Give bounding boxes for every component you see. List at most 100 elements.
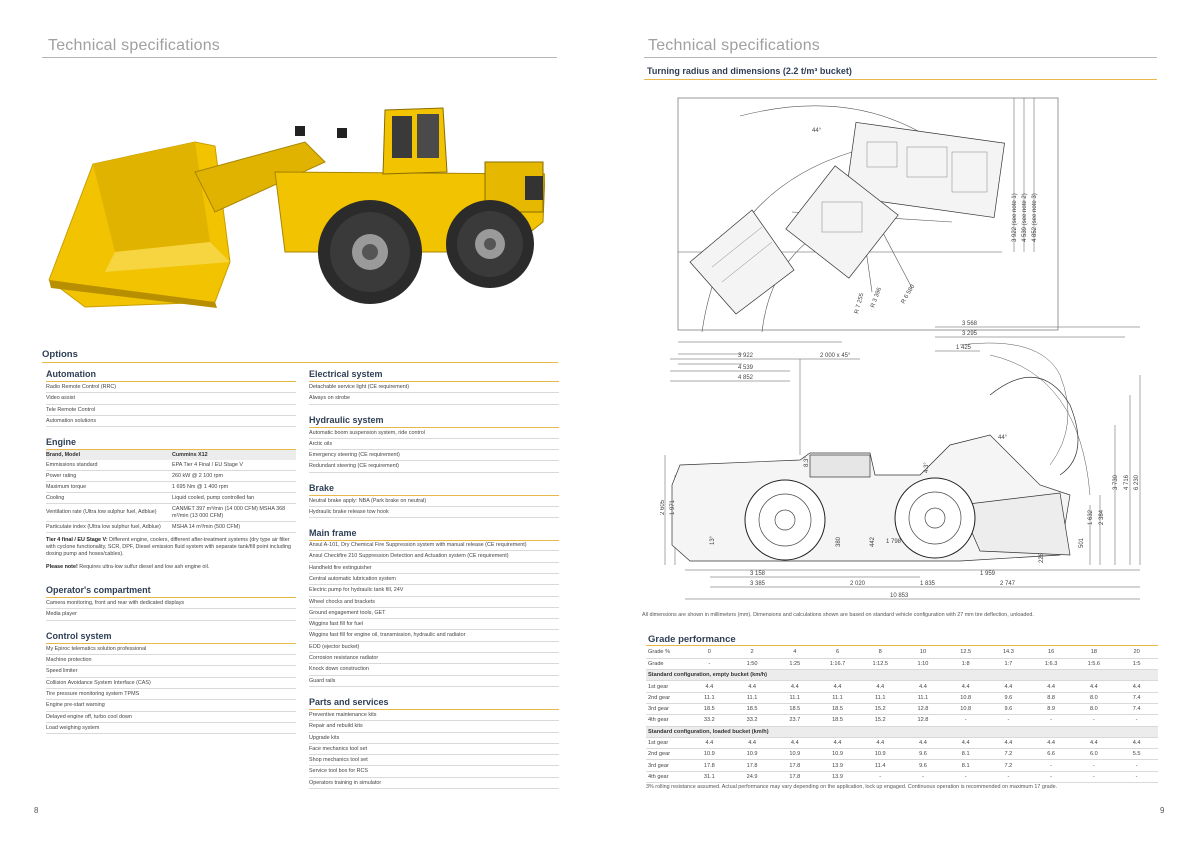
table-cell: 2 [730, 647, 774, 659]
options-column-left: Automation Radio Remote Control (RRC) Vi… [46, 369, 296, 744]
table-row: Cooling Liquid cooled, pump controlled f… [46, 492, 296, 505]
table-cell: 1:5.6 [1072, 658, 1116, 671]
table-cell: - [901, 771, 945, 784]
config-header-row: Standard configuration, loaded bucket (k… [646, 726, 1158, 738]
dim-label: 6 230 [1134, 474, 1140, 490]
table-cell: 4.4 [688, 737, 731, 750]
table-cell: 1:7 [987, 658, 1030, 671]
dim-label: 2 020 [850, 581, 866, 587]
hydraulic-system-title: Hydraulic system [309, 415, 559, 428]
table-cell: 6.0 [1072, 748, 1116, 761]
table-cell: - [987, 771, 1030, 784]
table-cell: 8.8 [1029, 692, 1073, 704]
table-cell: 0 [688, 647, 731, 659]
list-item: Radio Remote Control (RRC) [46, 382, 296, 394]
dim-label: 3 922 (see note 1) [1012, 193, 1018, 242]
table-cell: 11.1 [901, 692, 945, 704]
table-cell: 10 [901, 647, 945, 659]
table-cell: 1:8 [944, 658, 988, 671]
table-cell: 1 695 Nm @ 1 400 rpm [172, 481, 296, 494]
table-cell: 1:50 [730, 658, 774, 671]
page-number: 8 [34, 806, 39, 815]
grade-rule [646, 645, 1158, 646]
right-page: Technical specifications Turning radius … [600, 0, 1200, 849]
config-header-row: Standard configuration, empty bucket (km… [646, 669, 1158, 682]
options-rule [42, 362, 558, 363]
table-cell: 6.6 [1029, 748, 1073, 761]
table-cell: - [1115, 714, 1158, 727]
row-label: 2nd gear [646, 692, 688, 704]
dim-label: 1 425 [956, 345, 972, 351]
dimension-caption: All dimensions are shown in millimeters … [642, 612, 1034, 618]
table-cell: - [944, 771, 988, 784]
row-label: 4th gear [646, 714, 688, 727]
dim-label: R 3 396 [870, 286, 883, 308]
table-cell: 24.9 [730, 771, 774, 784]
engine-table: Brand, Model Cummins X12 Emmissions stan… [46, 450, 296, 534]
parts-services-title: Parts and services [309, 697, 559, 710]
automation-title: Automation [46, 369, 296, 382]
table-cell: 4.4 [816, 737, 859, 750]
table-cell: 11.4 [858, 759, 902, 772]
table-cell: 8.9 [1029, 703, 1073, 716]
list-item: Central automatic lubrication system [309, 574, 559, 586]
operators-compartment-title: Operator's compartment [46, 585, 296, 599]
table-cell: - [944, 714, 988, 727]
table-cell: 33.2 [688, 714, 731, 727]
list-item: Video assist [46, 393, 296, 405]
table-cell: 4.4 [773, 737, 817, 750]
list-item: Engine pre-start warning [46, 700, 296, 712]
list-item: My Epiroc telematics solution profession… [46, 644, 296, 656]
table-cell: 8.0 [1072, 692, 1116, 704]
list-item: Emergency steering (CE requirement) [309, 450, 559, 462]
list-item: Ansul A-101, Dry Chemical Fire Suppressi… [309, 541, 559, 552]
loader-photo [48, 107, 545, 308]
table-cell: 4.4 [816, 680, 859, 693]
list-item: Automation solutions [46, 416, 296, 428]
list-item: Electric pump for hydraulic tank fill, 2… [309, 585, 559, 597]
table-cell: 20 [1115, 647, 1158, 659]
dim-label: 4 716 [1124, 474, 1130, 490]
table-cell: 4.4 [987, 680, 1030, 693]
engine-section: Engine Brand, Model Cummins X12 Emmissio… [46, 437, 296, 571]
control-system-section: Control system My Epiroc telematics solu… [46, 631, 296, 735]
dim-label: 442 [870, 536, 876, 547]
table-cell: 260 kW @ 2 100 rpm [172, 470, 296, 483]
dim-label: 8.3° [804, 456, 810, 467]
page-number: 9 [1160, 806, 1165, 815]
table-cell: 4.4 [1072, 680, 1116, 693]
brake-section: Brake Neutral brake apply: NBA (Park bra… [309, 483, 559, 519]
table-cell: - [1115, 771, 1158, 784]
table-cell: 1:5 [1115, 658, 1158, 671]
table-cell: - [1072, 771, 1116, 784]
dim-label: 3 158 [750, 571, 766, 577]
list-item: Collision Avoidance System Interface (CA… [46, 678, 296, 689]
dim-label: 10 853 [890, 593, 909, 599]
dim-label: 380 [836, 536, 842, 547]
table-header: Brand, Model [46, 450, 172, 461]
table-cell: 4.4 [944, 737, 988, 750]
dim-label: 2 605 [660, 499, 666, 515]
page-title: Technical specifications [48, 37, 220, 54]
dim-label: R 6 580 [901, 283, 917, 305]
list-item: Knock down construction [309, 664, 559, 676]
table-cell: 17.8 [773, 759, 817, 772]
dim-label: 2 000 x 45° [820, 353, 851, 359]
title-rule [42, 57, 557, 58]
table-cell: 18.5 [688, 703, 731, 716]
table-cell: 10.9 [816, 748, 859, 761]
table-cell: 10.8 [944, 703, 988, 716]
note-text: Different engine, coolers, different aft… [46, 537, 291, 558]
table-cell: 9.6 [987, 692, 1030, 704]
list-item: Delayed engine off, turbo cool down [46, 712, 296, 723]
list-item: Machine protection [46, 655, 296, 667]
table-cell: 4.4 [1029, 737, 1073, 750]
table-cell: 10.8 [944, 692, 988, 704]
dim-label: 13° [710, 535, 716, 545]
table-cell: 1:12.5 [858, 658, 902, 671]
table-cell: 7.2 [987, 748, 1030, 761]
row-label: Grade % [646, 647, 688, 659]
